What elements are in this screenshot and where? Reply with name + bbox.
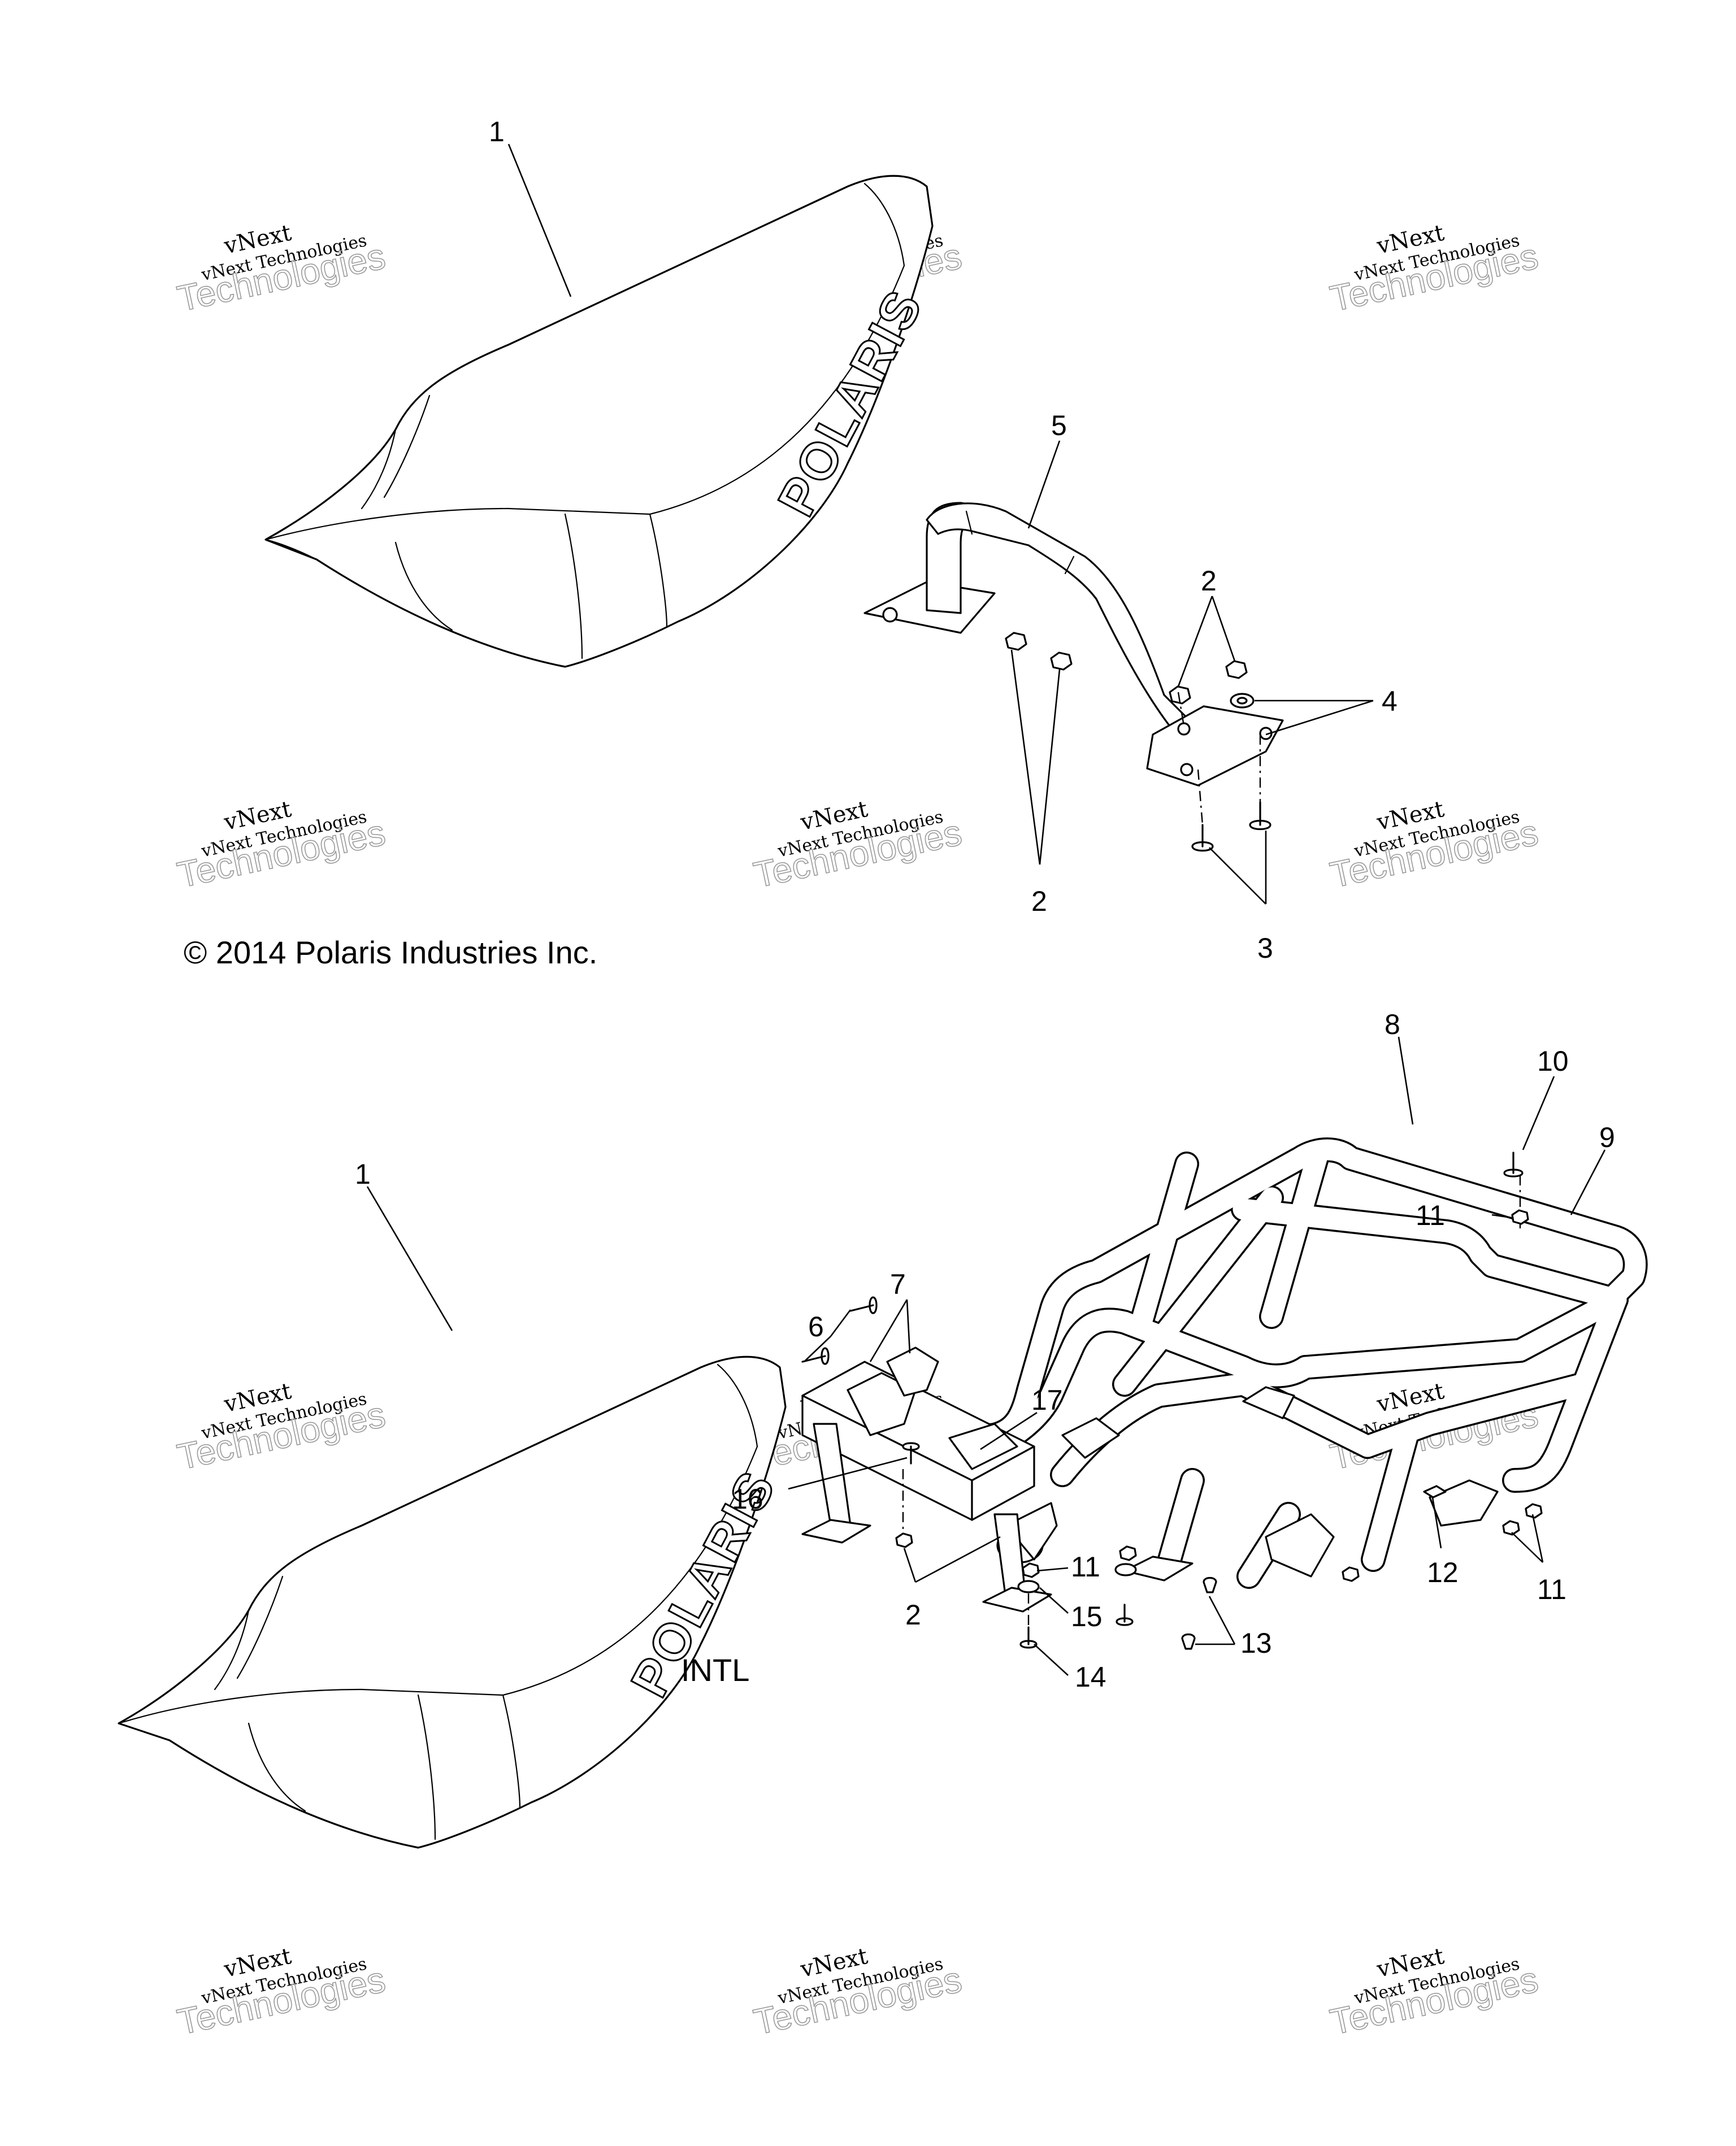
upper-seat: POLARIS 1 <box>264 116 935 668</box>
callout-rivet: 13 <box>1240 1627 1272 1659</box>
callout-pin: 16 <box>732 1483 763 1515</box>
callout-rack-frame: 8 <box>1385 1009 1400 1040</box>
callout-upper-bolt: 3 <box>1257 932 1273 964</box>
callout-bolt-bottom: 14 <box>1075 1661 1106 1693</box>
lower-seat: POLARIS 1 <box>118 1158 788 1849</box>
callout-nut-front: 2 <box>905 1599 921 1631</box>
upper-grab-bracket: 5 2 4 2 3 <box>863 410 1398 964</box>
callout-rack-tube: 9 <box>1599 1122 1615 1153</box>
copyright-text: © 2014 Polaris Industries Inc. <box>184 935 597 970</box>
variant-label: INTL <box>681 1652 749 1688</box>
callout-nut-mid: 11 <box>1071 1551 1100 1583</box>
callout-hinge-plate: 17 <box>1031 1384 1063 1416</box>
callout-nut-top: 11 <box>1416 1200 1445 1231</box>
callout-upper-nut-left: 2 <box>1031 885 1047 917</box>
callout-upper-nut-right: 2 <box>1201 565 1217 597</box>
callout-clip: 12 <box>1427 1557 1459 1588</box>
callout-nut-right: 11 <box>1537 1574 1566 1605</box>
callout-upper-washer: 4 <box>1382 685 1398 717</box>
callout-washer-mid: 15 <box>1071 1601 1103 1632</box>
rear-rack-assembly: 8 10 9 11 7 6 17 16 2 11 15 14 13 12 <box>732 1009 1648 1693</box>
callout-screw-top: 10 <box>1537 1045 1569 1077</box>
callout-bracket-hinge: 7 <box>890 1269 906 1300</box>
callout-upper-bracket: 5 <box>1051 410 1067 441</box>
callout-bolt-left: 6 <box>808 1311 824 1343</box>
callout-lower-seat: 1 <box>355 1158 371 1190</box>
callout-upper-seat: 1 <box>489 116 505 147</box>
